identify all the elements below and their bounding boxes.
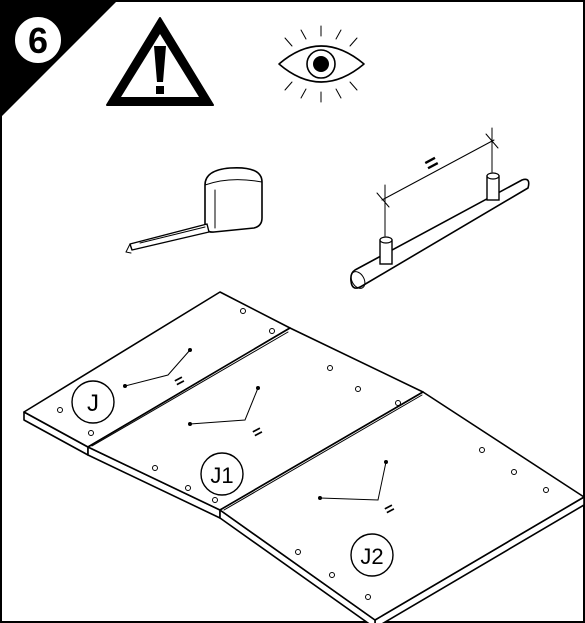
panel-j2-label-circle: [350, 533, 394, 577]
panel-j-label-circle: [71, 380, 115, 424]
panel-j-label: J: [87, 390, 99, 417]
step-number: 6: [28, 20, 48, 61]
warning-triangle-icon: [106, 17, 214, 106]
panel-j2-label: J2: [360, 544, 383, 569]
tape-measure-icon: [125, 166, 263, 254]
panel-j1-label: J1: [210, 463, 233, 488]
handle-equal-mark: =: [420, 149, 443, 177]
handle-spacing-icon: =: [350, 127, 530, 289]
panels-assembly: = J = J1: [23, 291, 585, 623]
eye-icon: [278, 25, 365, 103]
panel-j2: = J2: [219, 391, 585, 623]
panel-j1-label-circle: [200, 452, 244, 496]
step-badge: 6: [0, 0, 118, 118]
